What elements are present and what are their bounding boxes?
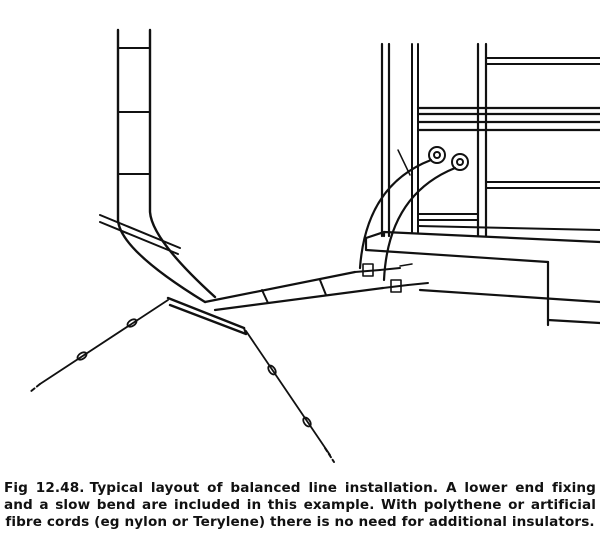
window: [380, 42, 600, 238]
caption-text: Typical layout of balanced line installa…: [4, 480, 596, 530]
feedthrough-insulators: [428, 146, 469, 171]
balanced-line-installation-drawing: [29, 28, 600, 463]
figure-label: Fig 12.48.: [4, 480, 85, 496]
standoff-insulators: [354, 263, 429, 293]
feeder-bend: [358, 158, 457, 282]
feeder-ladder-horizontal: [203, 270, 385, 312]
figure-caption: Fig 12.48.Typical layout of balanced lin…: [4, 480, 596, 531]
lower-end-fixing: [166, 296, 248, 336]
feeder-ladder-vertical: [99, 28, 217, 304]
guy-cord-left: [29, 299, 169, 393]
guy-cord-right: [245, 330, 335, 463]
window-sill: [364, 230, 600, 327]
